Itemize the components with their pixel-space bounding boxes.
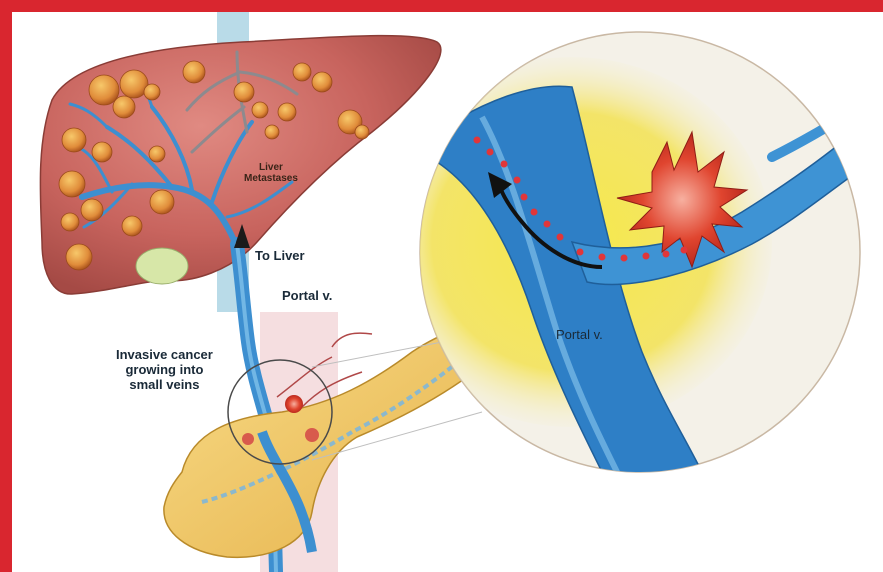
illustration-canvas: Liver Metastases To Liver Portal v. Inva… bbox=[12, 12, 883, 572]
primary-tumor bbox=[285, 395, 303, 413]
liver-metastases-label: Liver Metastases bbox=[244, 162, 298, 184]
zoom-portal-v-label: Portal v. bbox=[556, 327, 603, 342]
gallbladder bbox=[136, 248, 188, 284]
tumor-nodule bbox=[305, 428, 319, 442]
portal-v-label: Portal v. bbox=[282, 288, 332, 303]
invasive-cancer-label: Invasive cancer growing into small veins bbox=[116, 347, 213, 392]
anatomy-illustration bbox=[12, 12, 883, 572]
tumor-nodule bbox=[242, 433, 254, 445]
zoom-view bbox=[372, 32, 860, 492]
to-liver-label: To Liver bbox=[255, 248, 305, 263]
